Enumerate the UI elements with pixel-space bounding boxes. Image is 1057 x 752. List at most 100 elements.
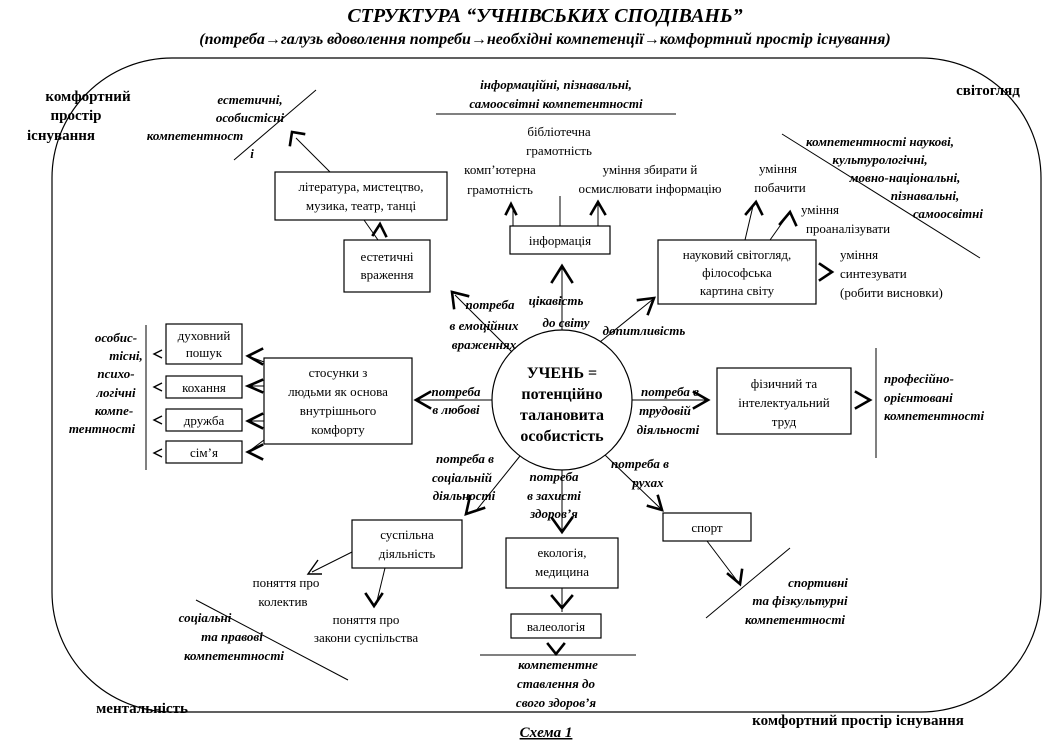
svg-text:рухах: рухах bbox=[631, 475, 664, 490]
svg-text:суспільна: суспільна bbox=[380, 527, 434, 542]
skill-library: бібліотечна грамотність bbox=[526, 124, 592, 158]
box-sport bbox=[662, 512, 752, 542]
svg-text:і: і bbox=[250, 146, 254, 161]
svg-text:(робити висновки): (робити висновки) bbox=[840, 285, 943, 300]
box-relations-label: стосунки з людьми як основа внутрішнього… bbox=[288, 365, 388, 437]
arrow-arts bbox=[371, 221, 388, 238]
svg-text:ставлення до: ставлення до bbox=[517, 676, 595, 691]
svg-text:самоосвітні компетентності: самоосвітні компетентності bbox=[469, 96, 643, 111]
arrow-personal-4 bbox=[152, 448, 163, 458]
svg-text:культурологічні,: культурологічні, bbox=[832, 152, 927, 167]
box-valeology-label: валеологія bbox=[527, 619, 585, 634]
svg-text:компетентне: компетентне bbox=[518, 657, 598, 672]
svg-text:діяльність: діяльність bbox=[379, 546, 436, 561]
svg-text:потенційно: потенційно bbox=[521, 386, 602, 403]
skill-collective: поняття про колектив bbox=[253, 575, 320, 609]
svg-text:тентності: тентності bbox=[69, 421, 136, 436]
svg-text:талановита: талановита bbox=[520, 407, 604, 424]
svg-text:та правові: та правові bbox=[201, 629, 263, 644]
arrow-laws bbox=[364, 592, 384, 609]
competence-health: компетентне ставлення до свого здоров’я bbox=[516, 657, 598, 710]
arrow-professional bbox=[854, 390, 873, 410]
competence-professional: професійно- орієнтовані компетентності bbox=[884, 371, 984, 423]
svg-text:пізнавальні,: пізнавальні, bbox=[891, 188, 960, 203]
svg-text:комфортний: комфортний bbox=[45, 89, 131, 105]
box-love-item-label: кохання bbox=[182, 380, 226, 395]
svg-text:філософська: філософська bbox=[702, 265, 772, 280]
svg-text:існування: існування bbox=[27, 128, 95, 144]
skill-laws: поняття про закони суспільства bbox=[314, 612, 418, 645]
arrow-analyze bbox=[778, 209, 798, 227]
svg-text:компе-: компе- bbox=[95, 403, 133, 418]
svg-text:компетентност: компетентност bbox=[147, 128, 243, 143]
diagram-subtitle: (потреба→галузь вдоволення потреби→необх… bbox=[199, 31, 890, 48]
box-science-label: науковий світогляд, філософська картина … bbox=[683, 247, 792, 298]
need-curiosity: цікавість до світу bbox=[529, 293, 590, 330]
svg-text:людьми як основа: людьми як основа bbox=[288, 384, 388, 399]
need-inquisitiveness: допитливість bbox=[603, 323, 686, 338]
svg-text:діяльності: діяльності bbox=[433, 488, 496, 503]
box-aesthetic bbox=[343, 239, 431, 293]
svg-text:соціальній: соціальній bbox=[432, 470, 492, 485]
svg-text:потреба: потреба bbox=[432, 384, 481, 399]
competence-personal: особис- тісні, психо- логічні компе- тен… bbox=[69, 330, 143, 436]
svg-text:уміння: уміння bbox=[801, 202, 839, 217]
svg-text:фізичний та: фізичний та bbox=[751, 376, 818, 391]
svg-text:комфорту: комфорту bbox=[311, 422, 365, 437]
diagram-title: СТРУКТУРА “УЧНІВСЬКИХ СПОДІВАНЬ” bbox=[347, 5, 742, 27]
arrow-see bbox=[744, 199, 764, 216]
svg-text:екологія,: екологія, bbox=[538, 545, 587, 560]
svg-text:грамотність: грамотність bbox=[526, 143, 592, 158]
svg-text:враженнях: враженнях bbox=[452, 337, 517, 352]
box-social-activity-label: суспільна діяльність bbox=[379, 527, 436, 561]
svg-text:логічні: логічні bbox=[95, 385, 136, 400]
corner-bottom-left: ментальність bbox=[96, 701, 188, 717]
svg-text:мовно-національні,: мовно-національні, bbox=[849, 170, 961, 185]
svg-text:духовний: духовний bbox=[178, 328, 231, 343]
box-love-item bbox=[165, 375, 243, 399]
svg-text:професійно-: професійно- bbox=[884, 371, 954, 386]
svg-text:свого здоров’я: свого здоров’я bbox=[516, 695, 596, 710]
box-valeology bbox=[510, 613, 602, 639]
competence-scientific: компетентності наукові, культурологічні,… bbox=[806, 134, 983, 221]
svg-text:колектив: колектив bbox=[258, 594, 307, 609]
box-arts-label: література, мистецтво, музика, театр, та… bbox=[298, 179, 423, 213]
svg-text:закони суспільства: закони суспільства bbox=[314, 630, 418, 645]
svg-text:спортивні: спортивні bbox=[788, 575, 848, 590]
svg-text:уміння збирати й: уміння збирати й bbox=[603, 162, 698, 177]
svg-text:самоосвітні: самоосвітні bbox=[913, 206, 983, 221]
svg-text:компетентності: компетентності bbox=[184, 648, 284, 663]
svg-text:здоров’я: здоров’я bbox=[529, 506, 578, 521]
need-emotional: потреба в емоційних враженнях bbox=[450, 297, 519, 352]
box-physical bbox=[716, 367, 852, 435]
box-spiritual-label: духовний пошук bbox=[178, 328, 231, 360]
skill-computer: комп’ютерна грамотність bbox=[464, 162, 536, 197]
box-relations bbox=[263, 357, 413, 445]
svg-text:осмислювати інформацію: осмислювати інформацію bbox=[578, 181, 721, 196]
divider-aesthetic bbox=[233, 89, 317, 161]
svg-text:естетичні,: естетичні, bbox=[217, 92, 282, 107]
divider-social bbox=[195, 599, 349, 681]
box-physical-label: фізичний та інтелектуальний труд bbox=[738, 376, 829, 429]
box-ecology bbox=[505, 537, 619, 589]
svg-text:трудовій: трудовій bbox=[639, 403, 691, 418]
svg-text:комп’ютерна: комп’ютерна bbox=[464, 162, 536, 177]
divider-sport bbox=[705, 547, 791, 619]
svg-text:соціальні: соціальні bbox=[179, 610, 232, 625]
svg-text:внутрішнього: внутрішнього bbox=[300, 403, 376, 418]
svg-text:тісні,: тісні, bbox=[109, 348, 143, 363]
box-information bbox=[509, 225, 611, 255]
svg-text:потреба в: потреба в bbox=[641, 384, 699, 399]
svg-text:інтелектуальний: інтелектуальний bbox=[738, 395, 829, 410]
svg-text:компетентності: компетентності bbox=[884, 408, 984, 423]
svg-text:картина світу: картина світу bbox=[700, 283, 775, 298]
skill-analyze: уміння проаналізувати bbox=[801, 202, 890, 236]
svg-text:потреба в: потреба в bbox=[611, 456, 669, 471]
competence-aesthetic: естетичні, особистісні компетентност і bbox=[147, 92, 285, 161]
svg-text:особистість: особистість bbox=[520, 428, 604, 445]
need-protection: потреба в захисті здоров’я bbox=[527, 469, 581, 521]
svg-text:в любові: в любові bbox=[432, 402, 480, 417]
box-information-label: інформація bbox=[529, 233, 591, 248]
box-sport-label: спорт bbox=[691, 520, 723, 535]
